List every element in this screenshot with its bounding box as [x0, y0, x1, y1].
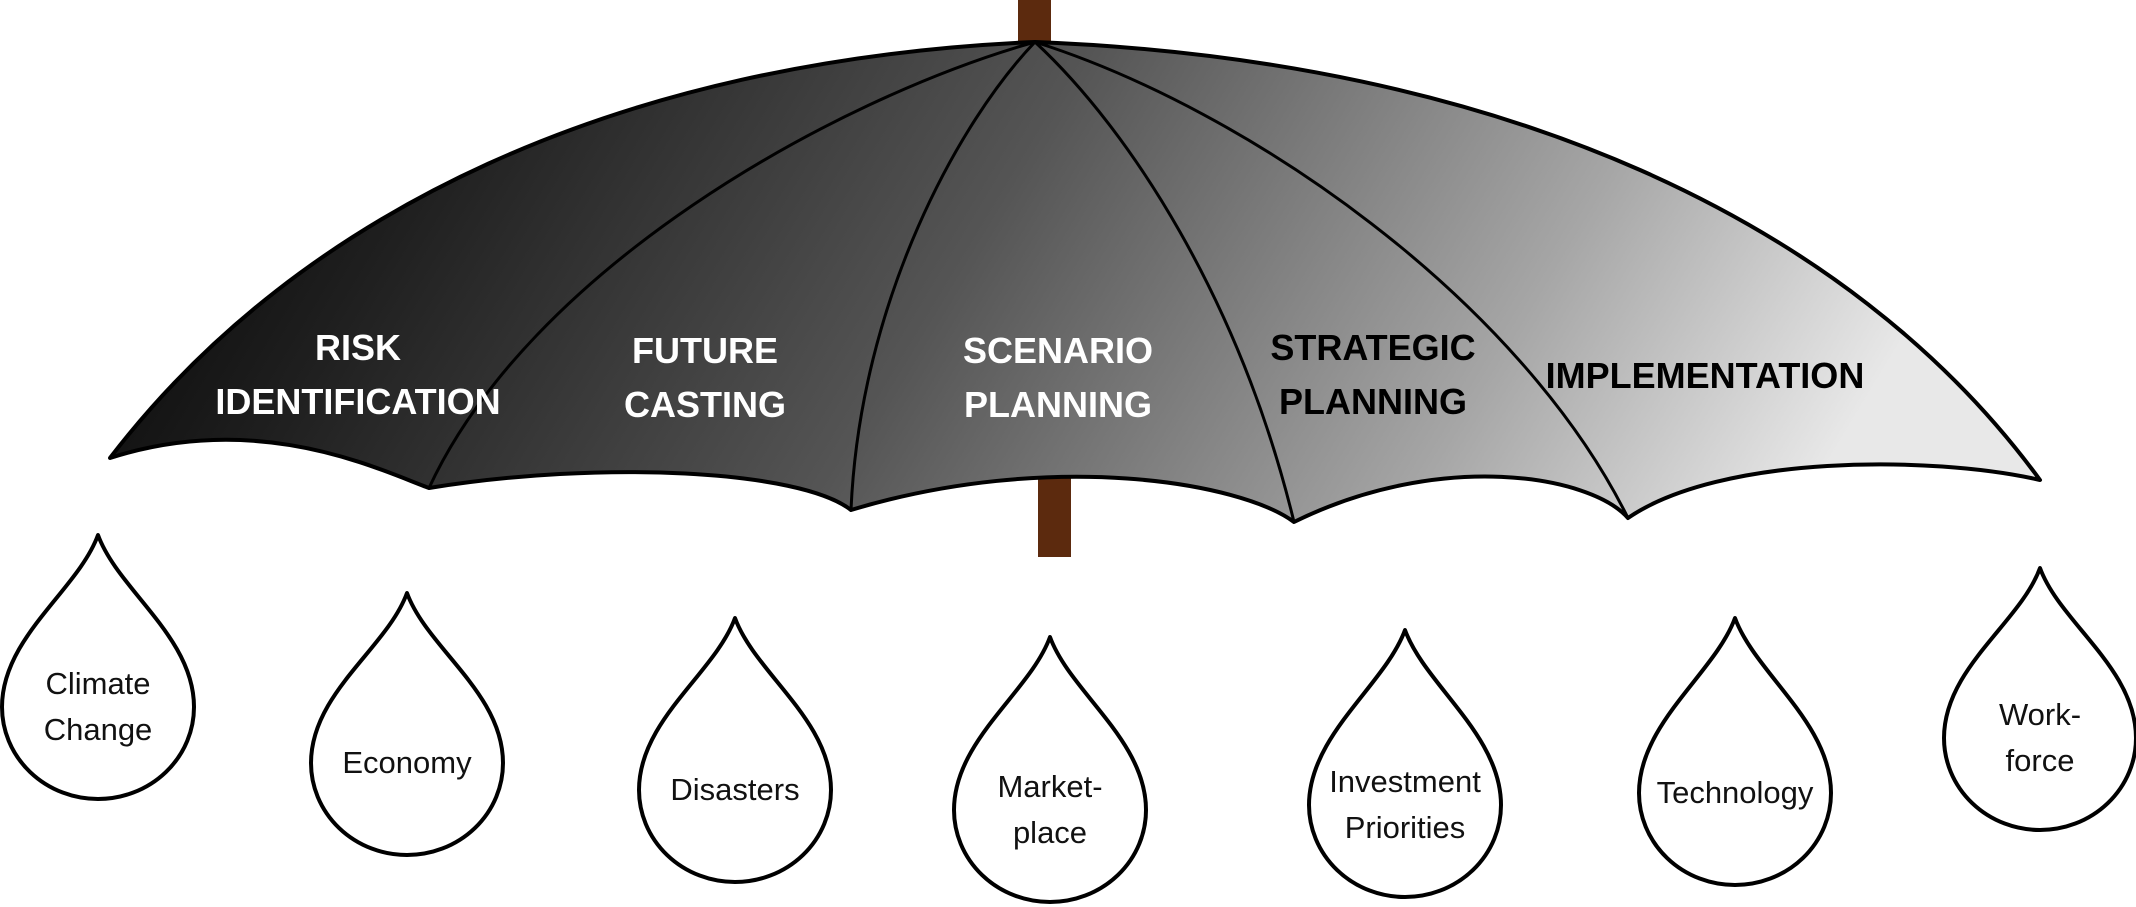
raindrop-label-line: Market-	[997, 769, 1102, 804]
raindrop-label: Work-force	[1999, 697, 2081, 778]
raindrop-label-line: Climate	[45, 666, 150, 701]
raindrop: Disasters	[637, 616, 833, 884]
umbrella-rib-3	[1033, 40, 1296, 523]
panel-label: SCENARIO PLANNING	[963, 330, 1153, 425]
panel-label-line: CASTING	[624, 384, 786, 425]
raindrop-label-line: Disasters	[670, 772, 799, 807]
raindrop: Technology	[1637, 616, 1833, 887]
raindrop-label-line: place	[1013, 815, 1087, 850]
umbrella-pole-top	[1018, 0, 1051, 44]
panel-label-line: PLANNING	[1279, 381, 1467, 422]
raindrop-label: Market-place	[997, 769, 1102, 850]
raindrop-label: Technology	[1657, 775, 1814, 810]
panel-label-line: IMPLEMENTATION	[1546, 355, 1865, 396]
raindrop-shape	[637, 616, 833, 884]
umbrella-rib-2	[849, 40, 1037, 511]
panel-label: IMPLEMENTATION	[1546, 355, 1865, 396]
umbrella-canopy	[108, 40, 2042, 524]
raindrop-label-line: force	[2006, 743, 2075, 778]
raindrop-label-line: Technology	[1657, 775, 1814, 810]
panel-label-line: RISK	[315, 327, 401, 368]
raindrop-shape	[309, 591, 505, 857]
raindrop-shape	[1637, 616, 1833, 887]
raindrop-shape	[0, 533, 196, 801]
raindrop-label-line: Investment	[1329, 764, 1481, 799]
panel-label-line: SCENARIO	[963, 330, 1153, 371]
panel-label-line: PLANNING	[964, 384, 1152, 425]
raindrop-label-line: Economy	[342, 745, 472, 780]
raindrop-shape	[1307, 628, 1503, 899]
raindrop-shape	[952, 635, 1148, 904]
umbrella-rib-4	[1034, 40, 1630, 519]
panel-label: STRATEGIC PLANNING	[1270, 327, 1475, 422]
umbrella-rib-1	[427, 40, 1036, 489]
panel-label-line: IDENTIFICATION	[215, 381, 500, 422]
raindrop-label-line: Priorities	[1345, 810, 1466, 845]
raindrop-shape	[1942, 566, 2136, 832]
raindrop: Work-force	[1942, 566, 2136, 832]
umbrella-panel-labels: RISK IDENTIFICATION FUTURE CASTING SCENARIO P…	[215, 327, 1864, 425]
raindrop-label-line: Work-	[1999, 697, 2081, 732]
panel-label-line: FUTURE	[632, 330, 778, 371]
raindrop-label: Disasters	[670, 772, 799, 807]
panel-label-line: STRATEGIC	[1270, 327, 1475, 368]
panel-label: FUTURE CASTING	[624, 330, 786, 425]
raindrop: Economy	[309, 591, 505, 857]
raindrop-label-line: Change	[44, 712, 153, 747]
panel-label: RISK IDENTIFICATION	[215, 327, 500, 422]
raindrop: Market-place	[952, 635, 1148, 904]
raindrop-label: Economy	[342, 745, 472, 780]
